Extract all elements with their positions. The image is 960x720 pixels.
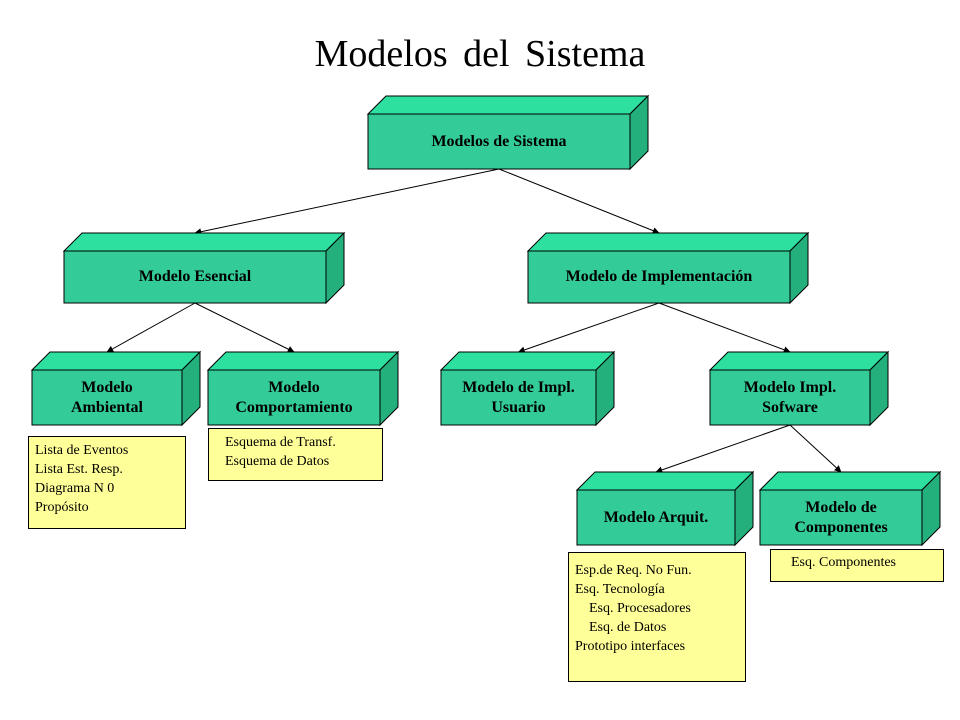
node-box-top [575, 471, 755, 491]
note-line: Esq. Procesadores [575, 601, 691, 616]
node-box-comportamiento [206, 350, 400, 427]
node-box-face [709, 369, 871, 426]
node-label-line-2: Comportamiento [235, 398, 353, 416]
node-box-root [366, 94, 650, 171]
note-line: Lista de Eventos [35, 443, 129, 458]
node-modelo-ambiental: Modelo Ambiental [32, 370, 182, 425]
note-line: Esquema de Datos [225, 454, 330, 469]
note-line: Prototipo interfaces [575, 639, 686, 654]
node-box-top [62, 232, 346, 252]
node-box-face [207, 369, 381, 426]
node-box-face [367, 113, 631, 170]
edge-root-to-implementacion [498, 168, 660, 234]
node-label: Modelo Esencial [138, 268, 252, 285]
node-box-top [30, 351, 202, 371]
edge-impl_software-to-arquit [655, 424, 791, 474]
note-line: Propósito [35, 500, 89, 515]
node-box-top [708, 351, 890, 371]
node-box-top [206, 351, 400, 371]
note-comportamiento: Esquema de Transf. Esquema de Datos [208, 428, 383, 481]
node-box-top [439, 351, 616, 371]
note-componentes: Esq. Componentes [770, 549, 944, 582]
note-line: Esq. Componentes [791, 555, 896, 570]
edge-implementacion-to-impl_usuario [517, 302, 660, 354]
node-modelo-comportamiento: Modelo Comportamiento [208, 370, 380, 425]
edge-implementacion-to-impl_software [658, 302, 791, 354]
node-box-face [759, 489, 923, 546]
node-label-line-2: Usuario [491, 398, 546, 416]
node-label-line-1: Modelo de [805, 498, 877, 516]
node-label-line-2: Componentes [794, 518, 888, 536]
node-label: Modelo de Implementación [565, 268, 753, 285]
note-line: Esq. de Datos [575, 620, 667, 635]
node-box-top [526, 232, 810, 252]
edge-root-to-esencial [194, 168, 500, 236]
note-line: Diagrama N 0 [35, 481, 115, 496]
node-modelos-de-sistema: Modelos de Sistema [368, 114, 630, 169]
node-box-implementacion [526, 231, 810, 305]
node-box-face [440, 369, 597, 426]
node-modelo-de-implementacion: Modelo de Implementación [528, 251, 790, 303]
node-box-face [31, 369, 183, 426]
node-modelo-esencial: Modelo Esencial [64, 251, 326, 303]
note-line: Esq. Tecnología [575, 582, 665, 597]
node-modelo-de-componentes: Modelo de Componentes [760, 490, 922, 545]
note-ambiental: Lista de Eventos Lista Est. Resp. Diagra… [28, 436, 186, 529]
node-box-ambiental [30, 350, 202, 427]
diagram-title: Modelos del Sistema [314, 33, 646, 75]
note-line: Esquema de Transf. [225, 435, 336, 450]
node-modelo-impl-usuario: Modelo de Impl. Usuario [441, 370, 596, 425]
edge-esencial-to-comportamiento [194, 302, 295, 353]
node-box-face [576, 489, 736, 546]
node-label-line-1: Modelo Impl. [743, 378, 837, 396]
note-line: Lista Est. Resp. [35, 462, 123, 477]
node-box-arquit [575, 470, 755, 547]
node-label: Modelos de Sistema [431, 132, 567, 150]
node-label-line-1: Modelo [268, 378, 320, 396]
node-label-line-1: Modelo [81, 378, 133, 396]
node-label: Modelo Arquit. [603, 508, 709, 526]
node-modelo-arquit: Modelo Arquit. [577, 490, 735, 545]
node-box-impl_usuario [439, 350, 616, 427]
node-box-top [758, 471, 942, 491]
note-arquit: Esp.de Req. No Fun. Esq. Tecnología Esq.… [568, 552, 746, 682]
node-label-line-2: Ambiental [71, 398, 143, 416]
edge-impl_software-to-componentes [789, 424, 842, 473]
node-box-face [527, 250, 791, 304]
node-label-line-1: Modelo de Impl. [462, 378, 575, 396]
node-box-componentes [758, 470, 942, 547]
note-line: Esp.de Req. No Fun. [575, 563, 692, 578]
node-box-face [63, 250, 327, 304]
node-box-esencial [62, 231, 346, 305]
node-modelo-impl-software: Modelo Impl. Sofware [710, 370, 870, 425]
node-box-top [366, 95, 650, 115]
node-label-line-2: Sofware [762, 398, 818, 416]
node-box-impl_software [708, 350, 890, 427]
edge-esencial-to-ambiental [106, 302, 196, 353]
